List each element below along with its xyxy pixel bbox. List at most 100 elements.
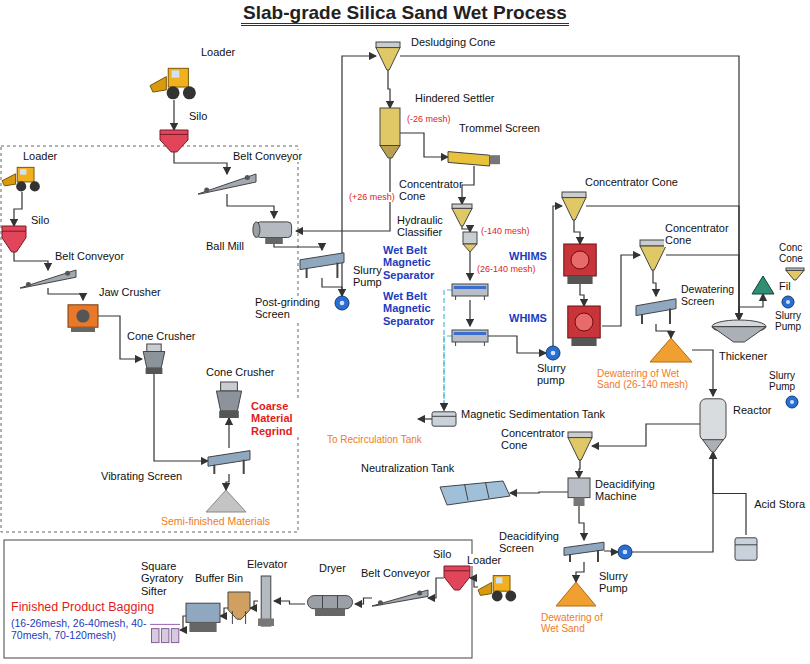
process-line <box>274 244 322 250</box>
label-text: Dewatering Screen <box>680 284 736 308</box>
process-line <box>488 336 546 353</box>
equipment-node: Reactor <box>700 396 726 452</box>
equipment-node: Fil <box>752 276 774 294</box>
process-line <box>220 608 228 616</box>
equipment-icon <box>562 192 586 220</box>
process-line <box>388 70 390 108</box>
equipment-node: WHIMS <box>566 306 602 346</box>
equipment-node: Slurry Pump <box>335 296 349 310</box>
process-line <box>576 562 584 582</box>
equipment-icon <box>150 616 180 644</box>
equipment-node: Silo <box>160 130 188 152</box>
equipment-icon <box>198 174 256 194</box>
label-text: Hydraulic Classifier <box>396 214 452 239</box>
equipment-node: Ball Mill <box>252 218 296 244</box>
process-line <box>579 506 584 540</box>
equipment-node: Dryer <box>305 592 355 616</box>
label-text: (26-140 mesh) <box>476 264 537 274</box>
equipment-node: Neutralization Tank <box>440 478 510 508</box>
equipment-icon <box>562 244 598 284</box>
label-text: Dewatering of Wet Sand <box>540 612 614 634</box>
label-text: To Recirculation Tank <box>326 434 423 445</box>
process-line <box>228 418 229 448</box>
equipment-node: Silo <box>2 226 26 252</box>
crushing-frame <box>1 146 298 532</box>
equipment-node: Post-grinding Screen <box>300 250 344 278</box>
equipment-icon <box>786 396 798 408</box>
equipment-icon <box>546 346 560 360</box>
equipment-node: Dewatering of Wet Sand (26-140 mesh) <box>650 338 692 362</box>
equipment-node: Jaw Crusher <box>68 300 98 332</box>
equipment-node: Belt Conveyor <box>20 270 76 288</box>
process-line <box>227 194 274 218</box>
equipment-icon <box>650 338 692 362</box>
label-text: Magnetic Sedimentation Tank <box>460 408 606 420</box>
equipment-icon <box>206 490 246 512</box>
equipment-icon <box>376 42 400 70</box>
equipment-node: Hydraulic Classifier <box>463 232 477 252</box>
process-line <box>226 474 229 490</box>
label-text: Ball Mill <box>205 240 245 252</box>
equipment-icon <box>735 535 757 563</box>
process-line <box>154 374 208 461</box>
process-line <box>48 288 83 300</box>
equipment-icon <box>463 232 477 252</box>
equipment-icon <box>20 270 76 288</box>
label-text: Silo <box>188 110 208 122</box>
equipment-node: Semi-finished Materials <box>206 490 246 512</box>
label-text: Cone Crusher <box>205 366 275 378</box>
label-text: Loader <box>200 46 236 58</box>
label-text: Concentrator Cone <box>398 178 452 203</box>
label-text: Reactor <box>732 404 773 416</box>
equipment-icon <box>712 320 766 342</box>
equipment-node: Finished Product Bagging(16-26mesh, 26-4… <box>150 616 180 644</box>
equipment-node: Square Gyratory Sifter <box>186 600 220 632</box>
process-line <box>355 598 372 604</box>
label-text: Post-grinding Screen <box>254 296 328 321</box>
equipment-node: Buffer Bin <box>228 592 250 624</box>
equipment-icon <box>452 326 488 346</box>
equipment-icon <box>432 410 456 428</box>
equipment-node: Conc Cone <box>786 268 804 280</box>
process-line <box>579 460 580 478</box>
equipment-node: Belt Conveyor <box>372 590 428 606</box>
label-text: (+26 mesh) <box>348 192 396 202</box>
process-line <box>580 284 584 306</box>
equipment-icon <box>380 108 400 158</box>
equipment-node: Acid Stora <box>735 535 757 563</box>
label-text: Buffer Bin <box>194 572 244 584</box>
equipment-node: Deacidifying Screen <box>564 540 604 562</box>
label-text: Deacidifying Screen <box>498 530 562 555</box>
equipment-icon <box>448 148 500 166</box>
label-text: Desludging Cone <box>410 36 496 48</box>
equipment-icon <box>782 296 794 308</box>
process-line <box>14 252 48 270</box>
label-text: Dewatering of Wet Sand (26-140 mesh) <box>596 368 706 390</box>
title-wrap: Slab-grade Silica Sand Wet Process <box>0 2 810 24</box>
equipment-node: Hindered Settler <box>380 108 400 158</box>
label-text: Silo <box>432 548 452 560</box>
process-line <box>469 252 470 280</box>
label-text: Belt Conveyor <box>232 150 303 162</box>
label-text: Elevator <box>246 558 288 570</box>
label-text: Acid Stora <box>753 498 806 510</box>
process-line <box>713 452 746 535</box>
process-line <box>653 270 656 296</box>
label-text: Semi-finished Materials <box>160 516 271 528</box>
label-text: (16-26mesh, 26-40mesh, 40-70mesh, 70-120… <box>10 618 148 642</box>
process-line <box>462 226 470 232</box>
label-text: Slurry pump <box>536 362 574 387</box>
equipment-icon <box>2 226 26 252</box>
equipment-node: Cone Crusher <box>142 344 166 374</box>
label-text: Loader <box>22 150 58 162</box>
equipment-icon <box>2 164 42 192</box>
equipment-node: Slurry Pump <box>786 396 798 408</box>
equipment-icon <box>186 600 220 632</box>
label-text: Wet Belt Magnetic Separator <box>382 290 442 327</box>
process-line <box>250 601 258 608</box>
label-text: Slurry Pump <box>774 310 806 332</box>
equipment-icon <box>568 432 592 460</box>
